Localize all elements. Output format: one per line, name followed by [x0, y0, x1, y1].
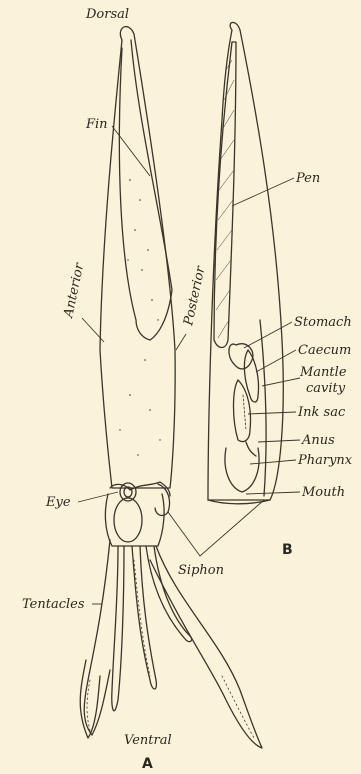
leader-posterior: [176, 334, 186, 350]
label-siphon: Siphon: [178, 563, 224, 578]
leader-stomach: [244, 322, 292, 348]
arm-2: [132, 546, 156, 689]
leader-lines: [78, 126, 300, 604]
label-pharynx: Pharynx: [297, 453, 353, 468]
label-caecum: Caecum: [298, 343, 351, 358]
leader-anus: [258, 440, 300, 442]
ink-sac-hatching: [243, 395, 246, 430]
leader-eye: [78, 492, 118, 502]
label-panel-a: A: [142, 756, 153, 772]
label-cavity: cavity: [306, 381, 346, 396]
label-eye: Eye: [45, 495, 71, 510]
label-anus: Anus: [301, 433, 335, 448]
label-anterior: Anterior: [61, 261, 87, 320]
leader-pen: [232, 178, 294, 206]
fin-stipple: [119, 179, 160, 456]
leader-siphon: [168, 500, 264, 556]
leader-pharynx: [250, 460, 296, 464]
eye-outer: [114, 498, 142, 542]
leader-mantle: [262, 378, 300, 386]
leader-caecum: [256, 350, 296, 372]
label-tentacles: Tentacles: [22, 597, 85, 612]
label-stomach: Stomach: [294, 315, 352, 330]
label-fin: Fin: [85, 117, 108, 132]
label-panel-b: B: [282, 542, 293, 558]
label-mantle: Mantle: [299, 365, 347, 380]
collar: [110, 482, 170, 496]
fin-outline: [119, 40, 172, 340]
squid-b-drawing: [208, 22, 283, 503]
stomach-outline: [229, 344, 253, 369]
label-dorsal: Dorsal: [85, 7, 129, 22]
leader-inksac: [248, 412, 296, 414]
label-posterior: Posterior: [181, 264, 209, 328]
label-pen: Pen: [295, 171, 320, 186]
anus-line: [246, 442, 256, 456]
inner-line: [260, 320, 266, 496]
label-ink-sac: Ink sac: [297, 405, 346, 420]
arm-1: [112, 546, 124, 711]
left-club-stipple: [87, 680, 90, 730]
label-ventral: Ventral: [124, 733, 172, 748]
label-mouth: Mouth: [301, 485, 345, 500]
